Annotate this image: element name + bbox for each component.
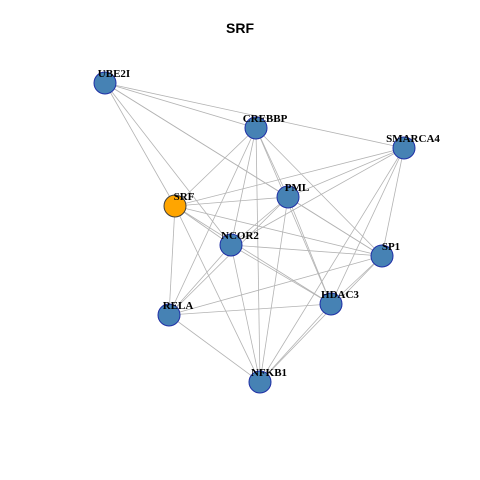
node-ube2i: UBE2I xyxy=(93,68,130,95)
node-circle-rela xyxy=(157,303,181,327)
node-circle-pml xyxy=(276,185,300,209)
node-circle-nfkb1 xyxy=(248,370,272,394)
node-label-pml: PML xyxy=(285,182,309,194)
edge-crebbp-sp1 xyxy=(255,127,383,257)
node-label-crebbp: CREBBP xyxy=(243,113,288,125)
edge-smarca4-srf xyxy=(174,147,405,207)
edge-smarca4-ncor2 xyxy=(230,147,405,246)
edge-sp1-nfkb1 xyxy=(259,255,383,383)
edge-ncor2-rela xyxy=(168,244,232,316)
edge-ube2i-smarca4 xyxy=(104,82,405,149)
node-circle-srf xyxy=(163,194,187,218)
edge-sp1-hdac3 xyxy=(330,255,383,305)
edge-ncor2-sp1 xyxy=(230,244,383,257)
node-circle-hdac3 xyxy=(319,292,343,316)
node-label-hdac3: HDAC3 xyxy=(321,289,359,301)
edge-pml-sp1 xyxy=(287,196,383,257)
edge-crebbp-rela xyxy=(168,127,257,316)
node-srf: SRF xyxy=(163,191,195,218)
node-pml: PML xyxy=(276,182,309,209)
edges-layer xyxy=(104,82,405,383)
node-nfkb1: NFKB1 xyxy=(248,367,287,394)
node-label-sp1: SP1 xyxy=(382,241,400,253)
edge-srf-rela xyxy=(168,205,176,316)
node-hdac3: HDAC3 xyxy=(319,289,359,316)
node-circle-ncor2 xyxy=(219,233,243,257)
node-label-nfkb1: NFKB1 xyxy=(251,367,287,379)
edge-ncor2-hdac3 xyxy=(230,244,332,305)
node-rela: RELA xyxy=(157,300,194,327)
node-label-rela: RELA xyxy=(163,300,194,312)
node-label-srf: SRF xyxy=(174,191,195,203)
edge-rela-hdac3 xyxy=(168,303,332,316)
edge-srf-nfkb1 xyxy=(174,205,261,383)
node-label-ube2i: UBE2I xyxy=(98,68,130,80)
edge-srf-sp1 xyxy=(174,205,383,257)
edge-crebbp-nfkb1 xyxy=(255,127,261,383)
edge-rela-nfkb1 xyxy=(168,314,261,383)
node-label-ncor2: NCOR2 xyxy=(221,230,259,242)
node-circle-ube2i xyxy=(93,71,117,95)
edge-pml-nfkb1 xyxy=(259,196,289,383)
edge-crebbp-srf xyxy=(174,127,257,207)
edge-sp1-rela xyxy=(168,255,383,316)
node-smarca4: SMARCA4 xyxy=(386,133,440,160)
node-label-smarca4: SMARCA4 xyxy=(386,133,440,145)
edge-pml-ncor2 xyxy=(230,196,289,246)
edge-ube2i-ncor2 xyxy=(104,82,232,246)
edge-hdac3-nfkb1 xyxy=(259,303,332,383)
node-circle-sp1 xyxy=(370,244,394,268)
edge-smarca4-pml xyxy=(287,147,405,198)
node-sp1: SP1 xyxy=(370,241,400,268)
edge-crebbp-hdac3 xyxy=(255,127,332,305)
edge-srf-pml xyxy=(174,196,289,207)
edge-ube2i-crebbp xyxy=(104,82,257,129)
edge-srf-hdac3 xyxy=(174,205,332,305)
edge-smarca4-hdac3 xyxy=(330,147,405,305)
edge-ube2i-srf xyxy=(104,82,176,207)
figure-title: SRF xyxy=(226,20,254,36)
edge-crebbp-ncor2 xyxy=(230,127,257,246)
edge-ncor2-nfkb1 xyxy=(230,244,261,383)
node-circle-crebbp xyxy=(244,116,268,140)
edge-smarca4-sp1 xyxy=(381,147,405,257)
node-crebbp: CREBBP xyxy=(243,113,288,140)
node-ncor2: NCOR2 xyxy=(219,230,259,257)
edge-smarca4-nfkb1 xyxy=(259,147,405,383)
node-circle-smarca4 xyxy=(392,136,416,160)
